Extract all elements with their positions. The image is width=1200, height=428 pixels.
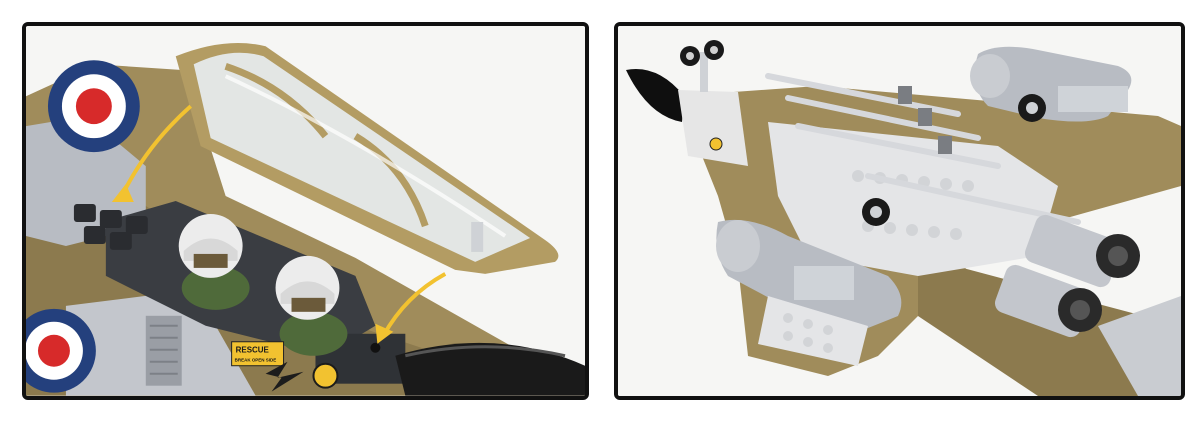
arrow-to-front-cockpit [111, 104, 193, 203]
nose-gear [680, 40, 724, 92]
arrow-to-hinge [375, 272, 447, 344]
nose-cone [395, 342, 585, 396]
nose-cone [626, 69, 684, 122]
pilot-front [178, 213, 250, 310]
missile-4 [865, 173, 1081, 225]
missile-1 [765, 73, 961, 117]
cockpit-studs [73, 204, 148, 250]
canopy-strut [471, 221, 484, 252]
missiles [765, 73, 1081, 225]
missile-3 [795, 123, 1001, 169]
main-gear-lower [862, 198, 890, 226]
wing-flap-panel [758, 296, 868, 366]
cockpit-photo: RESCUE BREAK OPEN SIDE [26, 26, 585, 396]
rescue-decal-subtitle: BREAK OPEN SIDE [235, 358, 277, 363]
lightning-decal [265, 361, 304, 392]
canopy-open [175, 42, 559, 274]
photo-panel-cockpit: RESCUE BREAK OPEN SIDE [22, 22, 589, 400]
engine-nozzle-upper [1024, 214, 1140, 288]
roundel-upper [47, 60, 140, 153]
rescue-decal: RESCUE BREAK OPEN SIDE [231, 341, 285, 367]
canopy-frame-bar-1 [224, 62, 329, 139]
canopy-frame-bar-2 [353, 133, 429, 228]
drop-tank-lower [716, 219, 902, 328]
engine-nozzle-lower [994, 264, 1102, 338]
missile-2 [785, 95, 981, 141]
squadron-badge [312, 362, 339, 389]
canopy-glass [193, 52, 531, 262]
drop-tank-upper [970, 46, 1132, 122]
roundel-lower [26, 308, 96, 393]
nose-section [678, 90, 748, 166]
canopy-hinge-hole [370, 342, 381, 353]
rescue-decal-title: RESCUE [236, 346, 269, 355]
tail-fin [1098, 296, 1181, 396]
pilot-rear [275, 255, 348, 356]
nose-badge [709, 137, 723, 151]
missile-pylons [898, 86, 952, 154]
flap-studs [783, 313, 833, 353]
photo-panel-underside [614, 22, 1185, 400]
nose-highlight [404, 345, 566, 358]
grille-lines [149, 324, 178, 375]
main-gear-upper [1018, 94, 1046, 122]
underside-photo [618, 26, 1181, 396]
canopy-reflection [224, 74, 507, 238]
